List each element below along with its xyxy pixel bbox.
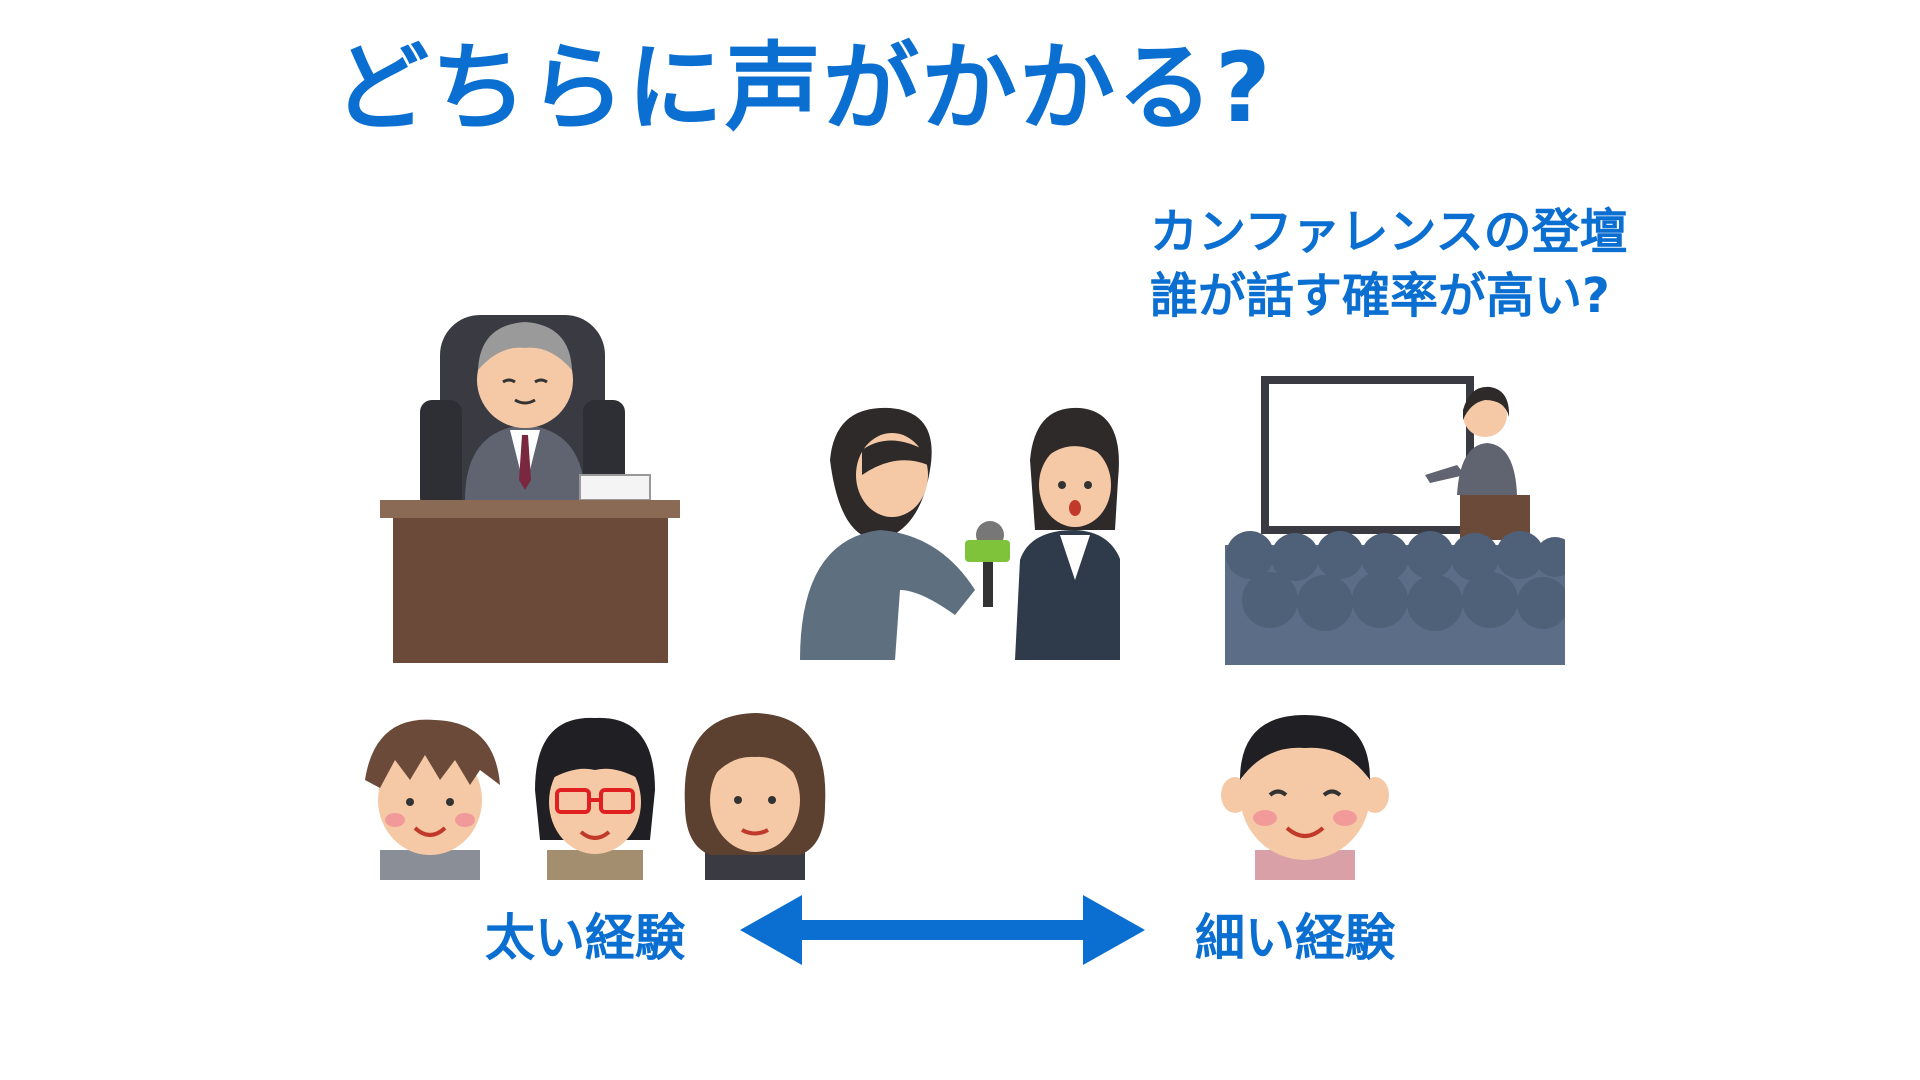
woman-face-illustration [680,705,830,880]
question-text: カンファレンスの登壇 誰が話す確率が高い? [1150,200,1628,328]
interview-illustration [780,390,1120,660]
question-line-1: カンファレンスの登壇 [1150,204,1628,260]
thin-experience-label: 細い経験 [1195,909,1395,967]
woman-glasses-face-illustration [525,710,665,880]
conference-presenter-illustration [1225,375,1565,665]
double-headed-arrow-icon [740,895,1145,965]
smiling-man-face-illustration [1215,700,1395,880]
man-face-illustration [355,710,505,880]
executive-at-desk-illustration [375,290,685,665]
question-line-2: 誰が話す確率が高い? [1150,268,1610,324]
slide-title: どちらに声がかかる? [333,32,1273,144]
thick-experience-label: 太い経験 [485,909,685,967]
